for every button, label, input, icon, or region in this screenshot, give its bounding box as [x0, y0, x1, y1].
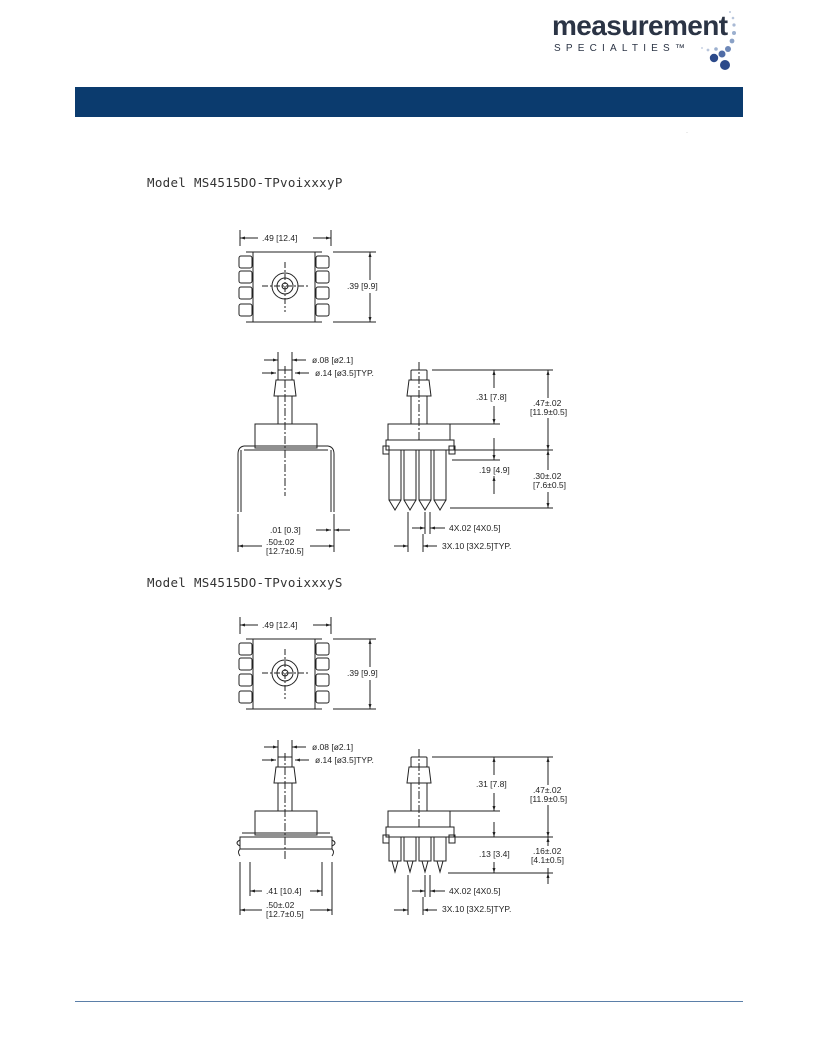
logo-subtitle: SPECIALTIES™ — [554, 43, 691, 54]
small-mark: · — [686, 130, 688, 136]
drawing-model-s: .49 [12.4] .39 [9.9] — [236, 617, 567, 919]
footer-rule — [75, 1001, 743, 1002]
logo-dots-icon — [701, 11, 736, 70]
dim-left-bottom-b2-s: [12.7±0.5] — [266, 909, 304, 919]
dim-right-total1-p: .47±.02 — [533, 398, 562, 408]
dim-port-outer-s: ø.14 [ø3.5]TYP. — [315, 755, 374, 765]
model-title-s: Model MS4515DO-TPvoixxxyS — [147, 575, 343, 590]
dim-port-outer-p: ø.14 [ø3.5]TYP. — [315, 368, 374, 378]
dim-pin-pitch-s: 3X.10 [3X2.5]TYP. — [442, 904, 511, 914]
dim-top-height-p: .39 [9.9] — [347, 281, 378, 291]
dim-right-upper-s: .31 [7.8] — [476, 779, 507, 789]
dim-right-total2-s: [11.9±0.5] — [530, 794, 567, 804]
side-view-s — [382, 749, 553, 915]
top-view-p — [238, 230, 376, 323]
front-view-s — [236, 740, 336, 915]
dim-left-bottom-b2-p: [12.7±0.5] — [266, 546, 304, 556]
dim-right-lower1-s: .16±.02 — [533, 846, 562, 856]
dim-left-bottom-b1-p: .50±.02 — [266, 537, 295, 547]
dim-right-pin-p: .19 [4.9] — [479, 465, 510, 475]
dim-left-bottom-a-s: .41 [10.4] — [266, 886, 301, 896]
dim-right-total1-s: .47±.02 — [533, 785, 562, 795]
dim-left-bottom-b1-s: .50±.02 — [266, 900, 295, 910]
top-view-s — [238, 617, 376, 710]
dim-right-upper-p: .31 [7.8] — [476, 392, 507, 402]
dim-port-inner-s: ø.08 [ø2.1] — [312, 742, 353, 752]
dim-right-lower2-s: [4.1±0.5] — [531, 855, 564, 865]
dim-right-lower1-p: .30±.02 — [533, 471, 562, 481]
dim-pin-width-p: 4X.02 [4X0.5] — [449, 523, 501, 533]
side-view-p — [382, 362, 553, 552]
dim-top-width-s: .49 [12.4] — [262, 620, 297, 630]
dim-right-lower2-p: [7.6±0.5] — [533, 480, 566, 490]
dim-port-inner-p: ø.08 [ø2.1] — [312, 355, 353, 365]
dim-left-bottom-a-p: .01 [0.3] — [270, 525, 301, 535]
dim-top-height-s: .39 [9.9] — [347, 668, 378, 678]
dim-right-total2-p: [11.9±0.5] — [530, 407, 567, 417]
drawing-model-p: .49 [12.4] .39 [9.9] — [237, 230, 567, 556]
model-title-p: Model MS4515DO-TPvoixxxyP — [147, 175, 343, 190]
dim-top-width-p: .49 [12.4] — [262, 233, 297, 243]
dim-pin-width-s: 4X.02 [4X0.5] — [449, 886, 501, 896]
logo-wordmark: measurement — [552, 10, 728, 41]
header-banner — [75, 87, 743, 117]
dim-right-pin-s: .13 [3.4] — [479, 849, 510, 859]
company-logo: measurement SPECIALTIES™ — [550, 8, 740, 72]
dim-pin-pitch-p: 3X.10 [3X2.5]TYP. — [442, 541, 511, 551]
front-view-p — [237, 352, 350, 552]
